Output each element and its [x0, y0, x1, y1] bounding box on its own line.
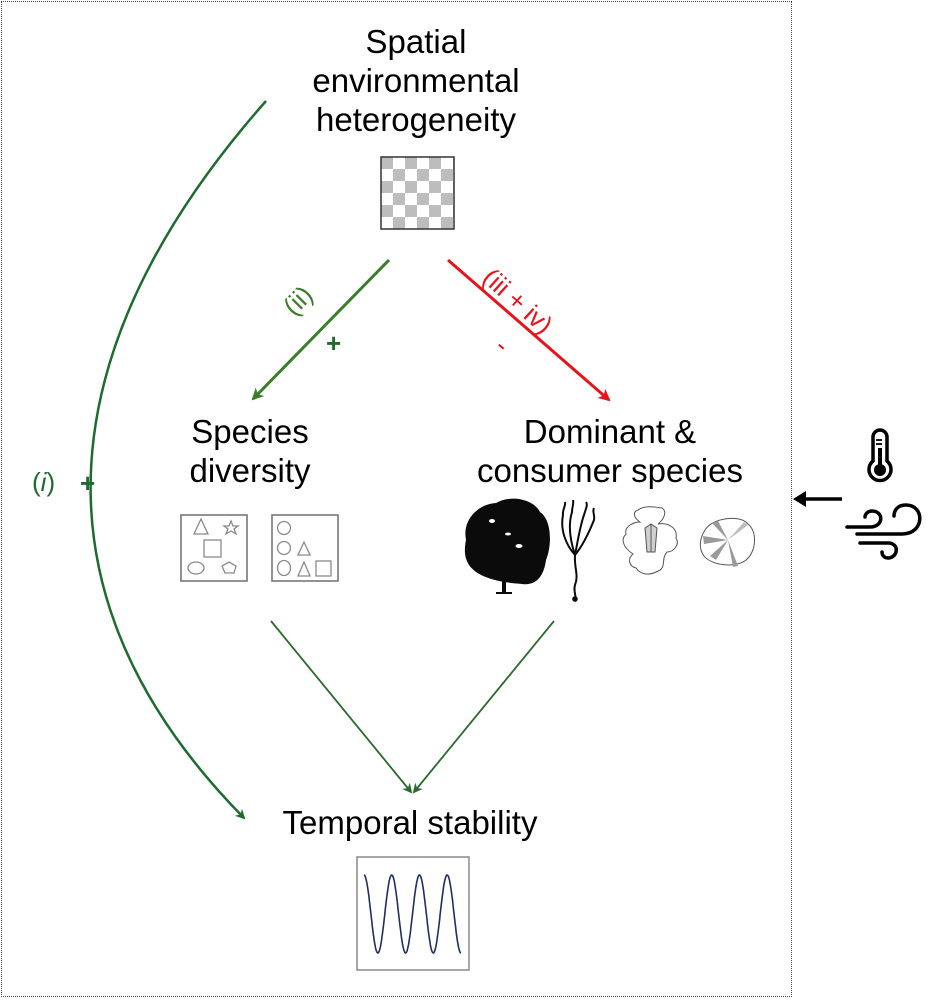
limpet-icon [699, 517, 755, 567]
shapes-uneven-icon [271, 514, 339, 582]
diagram-frame [1, 1, 792, 997]
path-label-i-close: ) [46, 467, 56, 497]
arrow-path-iii-iv [447, 258, 611, 402]
path-label-i-italic: i [40, 467, 47, 497]
arrow-diversity-to-stability [270, 620, 413, 794]
tree-icon [464, 498, 550, 594]
path-label-i: (i) [32, 467, 55, 498]
arrow-path-i [89, 100, 267, 820]
node-label-heterogeneity: Spatial environmental heterogeneity [312, 23, 520, 138]
left-arrow-icon [793, 491, 842, 507]
kelp-icon [561, 499, 596, 602]
thermometer-icon [867, 428, 893, 483]
checkerboard-icon [380, 156, 455, 230]
path-sign-i: + [80, 468, 96, 498]
arrow-dominant-to-stability [412, 620, 555, 794]
path-label-i-open: ( [32, 467, 41, 497]
path-sign-ii: + [326, 328, 342, 358]
sea-urchin-icon [622, 506, 678, 575]
shapes-diverse-icon [180, 514, 248, 582]
node-label-temporal-stability: Temporal stability [282, 804, 538, 841]
node-label-dominant-consumer: Dominant & consumer species [477, 413, 743, 489]
wind-icon [845, 503, 922, 560]
node-label-species-diversity: Species diversity [189, 413, 311, 489]
arrow-path-ii [251, 258, 391, 401]
sine-wave-icon [356, 856, 470, 971]
